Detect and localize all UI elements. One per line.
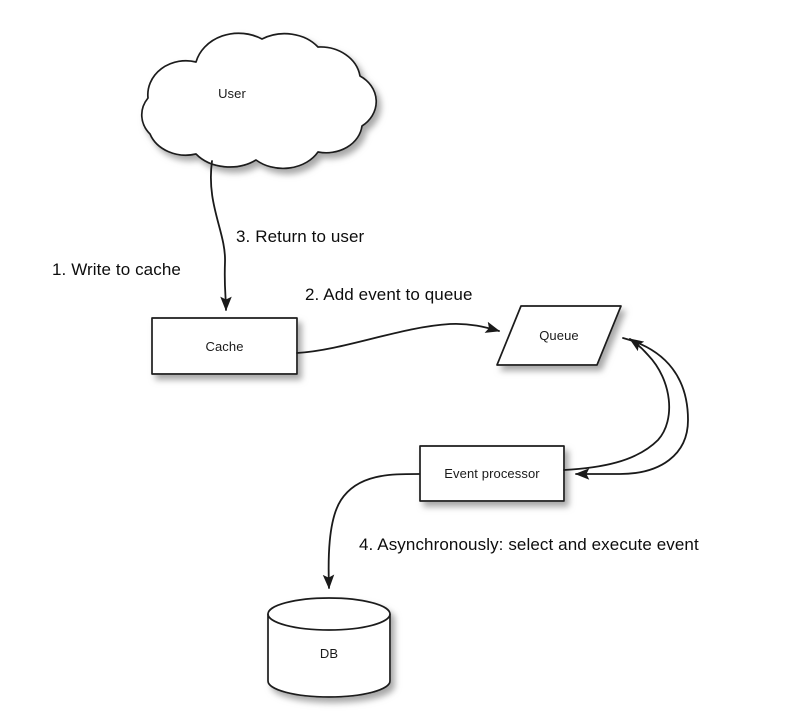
- edge-event-processor-to-queue: [563, 338, 670, 471]
- db-cylinder-top: [267, 597, 391, 631]
- edge-user-to-cache: [210, 160, 232, 312]
- cache-rect: [151, 317, 298, 375]
- step-label-3-return-to-user: 3. Return to user: [236, 227, 365, 246]
- node-label-user: User: [218, 86, 246, 101]
- step-label-4-asynchronously-select-and-execute-event: 4. Asynchronously: select and execute ev…: [359, 535, 699, 554]
- node-label-db: DB: [319, 646, 339, 661]
- edge-queue-to-event-processor: [574, 337, 689, 480]
- node-label-cache: Cache: [205, 339, 244, 354]
- cloud-shape: [140, 32, 378, 170]
- step-label-2-add-event-to-queue: 2. Add event to queue: [305, 285, 473, 304]
- node-cache[interactable]: [151, 317, 298, 375]
- db-cylinder-body: [267, 613, 391, 698]
- node-label-queue: Queue: [539, 328, 579, 343]
- node-event-processor[interactable]: [419, 445, 565, 502]
- step-label-1-write-to-cache: 1. Write to cache: [52, 260, 181, 279]
- node-queue[interactable]: [496, 305, 622, 366]
- edge-event-processor-to-db: [322, 473, 420, 590]
- node-db[interactable]: [267, 597, 391, 698]
- node-user[interactable]: [140, 32, 378, 170]
- node-label-event-processor: Event processor: [444, 466, 540, 481]
- queue-parallelogram: [496, 305, 622, 366]
- edge-cache-to-queue: [296, 321, 501, 354]
- event-processor-rect: [419, 445, 565, 502]
